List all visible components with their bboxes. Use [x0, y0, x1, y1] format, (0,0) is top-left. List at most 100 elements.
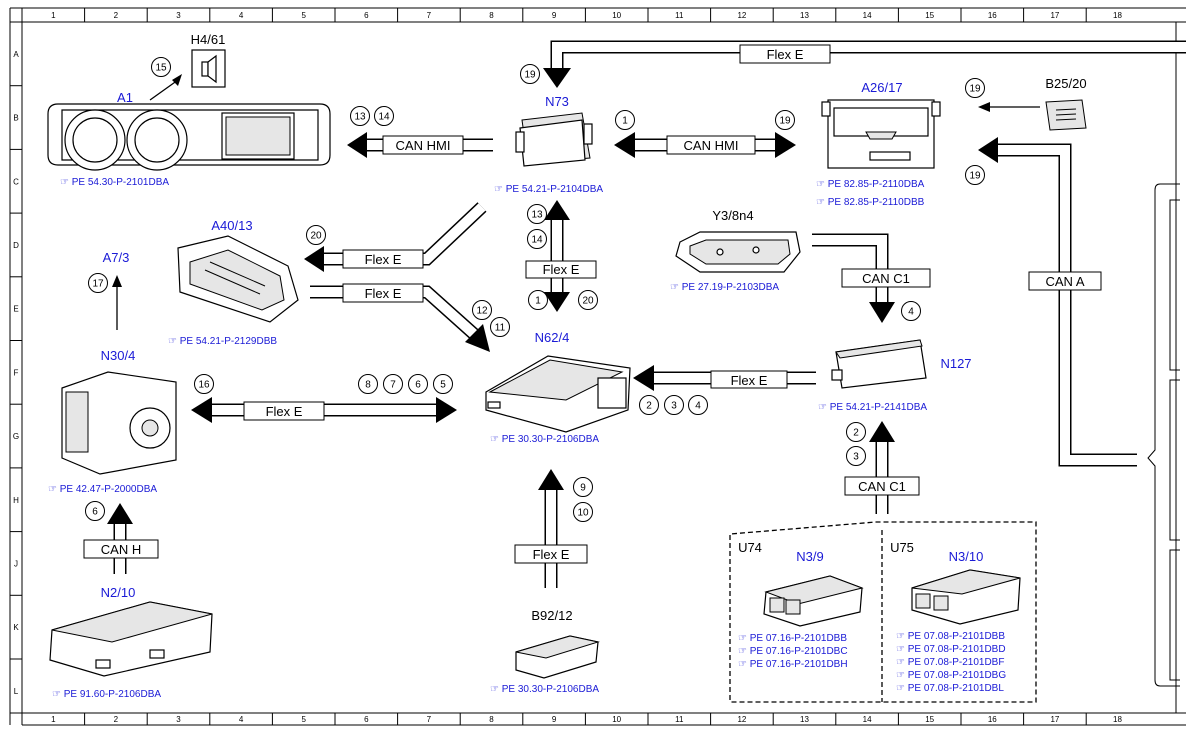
device-n2-10: N2/10 — [49, 585, 213, 677]
column-label-bottom: 6 — [364, 715, 369, 724]
ref-a40-13[interactable]: ☞ PE 54.21-P-2129DBB — [168, 336, 277, 347]
column-label-bottom: 16 — [988, 715, 997, 724]
signal-marker-17: 17 — [88, 273, 108, 293]
signal-marker-4: 4 — [688, 395, 708, 415]
bus-flex-e-a40-lower: Flex E — [310, 283, 490, 352]
row-label: J — [14, 559, 18, 568]
ref-b92-12[interactable]: ☞ PE 30.30-P-2106DBA — [490, 684, 599, 695]
ref-link[interactable]: ☞ PE 07.08-P-2101DBF — [896, 657, 1004, 668]
column-label-bottom: 14 — [863, 715, 872, 724]
svg-text:CAN HMI: CAN HMI — [396, 138, 451, 153]
refs-n3-10: ☞ PE 07.08-P-2101DBB ☞ PE 07.08-P-2101DBD… — [896, 631, 1006, 694]
svg-text:N30/4: N30/4 — [101, 348, 136, 363]
ref-link[interactable]: ☞ PE 07.08-P-2101DBD — [896, 644, 1006, 655]
column-label-bottom: 8 — [489, 715, 494, 724]
signal-marker-10: 10 — [573, 502, 593, 522]
column-label-bottom: 10 — [612, 715, 621, 724]
signal-marker-13: 13 — [527, 204, 547, 224]
signal-marker-15: 15 — [151, 57, 171, 77]
device-b25-20: B25/20 — [1045, 76, 1087, 131]
signal-number: 11 — [495, 323, 506, 334]
ref-link[interactable]: ☞ PE 07.16-P-2101DBB — [738, 633, 847, 644]
ref-n30-4[interactable]: ☞ PE 42.47-P-2000DBA — [48, 484, 157, 495]
column-label-bottom: 11 — [675, 715, 684, 724]
column-label-top: 10 — [612, 11, 621, 20]
svg-text:Flex E: Flex E — [731, 373, 768, 388]
signal-number: 20 — [582, 296, 594, 307]
bus-can-a: CAN A — [978, 137, 1137, 467]
svg-text:Y3/8n4: Y3/8n4 — [712, 208, 753, 223]
ref-link[interactable]: ☞ PE 07.08-P-2101DBB — [896, 631, 1005, 642]
signal-marker-4: 4 — [901, 301, 921, 321]
signal-marker-9: 9 — [573, 477, 593, 497]
ref-n2-10[interactable]: ☞ PE 91.60-P-2106DBA — [52, 689, 161, 700]
ref-link[interactable]: ☞ PE 07.16-P-2101DBH — [738, 659, 848, 670]
signal-number: 19 — [779, 116, 791, 127]
signal-number: 14 — [378, 112, 390, 123]
ref-a26-17-a[interactable]: ☞ PE 82.85-P-2110DBA — [816, 179, 925, 190]
device-y3-8n4: Y3/8n4 — [675, 208, 801, 273]
arrow-head-n73-top — [543, 68, 571, 88]
signal-marker-3: 3 — [664, 395, 684, 415]
signal-number: 1 — [535, 296, 541, 307]
svg-text:Flex E: Flex E — [365, 286, 402, 301]
signal-number: 19 — [969, 84, 981, 95]
signal-marker-19: 19 — [520, 64, 540, 84]
svg-text:A1: A1 — [117, 90, 133, 105]
row-label: C — [13, 177, 19, 186]
ref-link[interactable]: ☞ PE 07.08-P-2101DBL — [896, 683, 1004, 694]
signal-marker-2: 2 — [639, 395, 659, 415]
column-label-bottom: 13 — [800, 715, 809, 724]
signal-number: 6 — [415, 380, 421, 391]
column-label-top: 8 — [489, 11, 494, 20]
right-bracket — [1147, 183, 1180, 687]
row-label: A — [13, 50, 19, 59]
svg-text:U74: U74 — [738, 540, 762, 555]
bus-flex-e-vertical: Flex E — [525, 200, 597, 312]
signal-number: 4 — [695, 401, 701, 412]
signal-marker-20: 20 — [578, 290, 598, 310]
svg-text:A40/13: A40/13 — [211, 218, 252, 233]
ref-link[interactable]: ☞ PE 07.16-P-2101DBC — [738, 646, 848, 657]
ref-y3-8n4[interactable]: ☞ PE 27.19-P-2103DBA — [670, 282, 779, 293]
ref-link[interactable]: ☞ PE 07.08-P-2101DBG — [896, 670, 1006, 681]
signal-marker-8: 8 — [358, 374, 378, 394]
ref-n127[interactable]: ☞ PE 54.21-P-2141DBA — [818, 402, 927, 413]
svg-text:N73: N73 — [545, 94, 569, 109]
bus-can-h: CAN H — [83, 503, 159, 574]
signal-marker-19: 19 — [775, 110, 795, 130]
column-label-top: 12 — [737, 11, 746, 20]
row-label: D — [13, 241, 19, 250]
device-a1-cluster: A1 — [47, 90, 331, 171]
ecu-group: U74 U75 N3/9 N3/10 — [729, 521, 1037, 703]
bus-can-c1-bottom: CAN C1 — [844, 421, 920, 514]
row-label: B — [13, 114, 18, 123]
svg-text:N127: N127 — [940, 356, 971, 371]
svg-text:CAN C1: CAN C1 — [858, 479, 906, 494]
svg-text:N3/9: N3/9 — [796, 549, 823, 564]
grid-frame — [9, 7, 1186, 726]
column-label-top: 1 — [51, 11, 56, 20]
ref-a26-17-b[interactable]: ☞ PE 82.85-P-2110DBB — [816, 197, 925, 208]
row-label: H — [13, 496, 19, 505]
svg-text:CAN HMI: CAN HMI — [684, 138, 739, 153]
signal-number: 2 — [646, 401, 652, 412]
row-label: L — [14, 687, 19, 696]
signal-marker-3: 3 — [846, 446, 866, 466]
svg-text:CAN H: CAN H — [101, 542, 141, 557]
bus-label: Flex E — [767, 47, 804, 62]
column-label-bottom: 17 — [1050, 715, 1059, 724]
ref-a1[interactable]: ☞ PE 54.30-P-2101DBA — [60, 177, 169, 188]
svg-text:A26/17: A26/17 — [861, 80, 902, 95]
device-n127: N127 — [831, 339, 972, 389]
signal-marker-7: 7 — [383, 374, 403, 394]
svg-text:U75: U75 — [890, 540, 914, 555]
device-a40-13: A40/13 — [177, 218, 299, 323]
signal-marker-20: 20 — [306, 225, 326, 245]
column-label-top: 3 — [176, 11, 181, 20]
ref-n73[interactable]: ☞ PE 54.21-P-2104DBA — [494, 184, 603, 195]
signal-number: 14 — [531, 235, 543, 246]
signal-number: 17 — [92, 279, 104, 290]
ref-n62-4[interactable]: ☞ PE 30.30-P-2106DBA — [490, 434, 599, 445]
column-label-bottom: 15 — [925, 715, 934, 724]
